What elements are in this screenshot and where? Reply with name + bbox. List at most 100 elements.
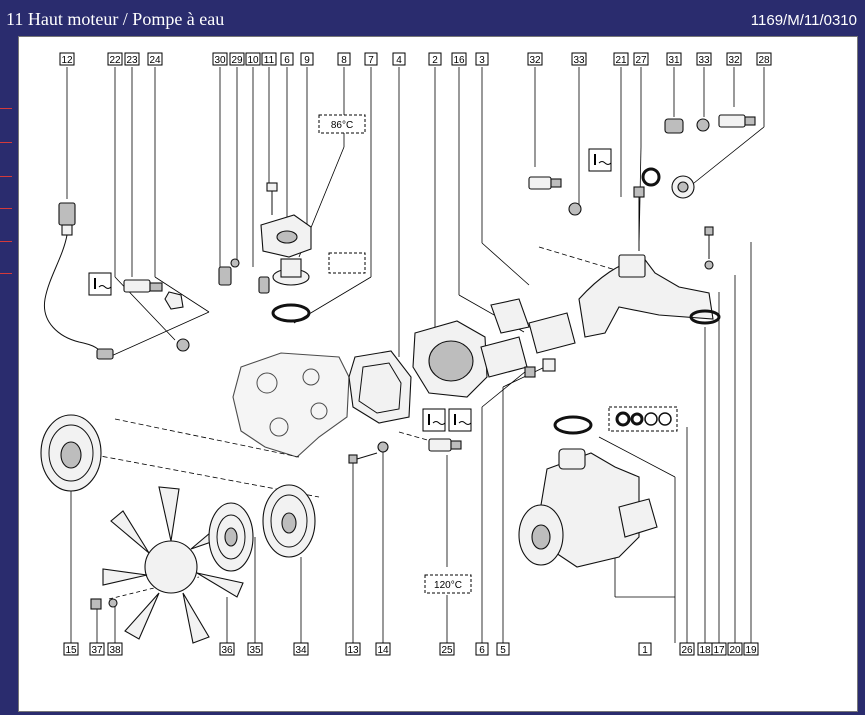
callout-number: 14	[377, 645, 389, 656]
callout-number: 25	[441, 645, 453, 656]
callout-box	[124, 52, 140, 66]
sensor-temperature-label: 120°C	[424, 574, 472, 594]
callout-box	[633, 52, 649, 66]
callout-number: 6	[479, 645, 485, 656]
callout-box	[613, 52, 629, 66]
rail-tick	[0, 108, 12, 109]
left-rail	[0, 36, 18, 715]
callout-number: 22	[109, 55, 121, 66]
outlet-bolt	[704, 226, 714, 270]
temp-sensor-25	[428, 438, 462, 452]
washer-14	[377, 441, 389, 453]
callout-box	[756, 52, 772, 66]
thermostat-housing	[260, 182, 312, 258]
callout-box	[638, 642, 652, 656]
callout-number: 5	[500, 645, 506, 656]
rail-tick	[0, 142, 12, 143]
washer-22	[176, 338, 190, 352]
temp-sender-group-right	[664, 114, 756, 199]
drain-plugs	[524, 358, 556, 378]
callout-box	[527, 52, 543, 66]
callout-box	[392, 52, 406, 66]
o-ring-27	[641, 167, 661, 187]
callout-number: 33	[698, 55, 710, 66]
callout-box	[229, 52, 245, 66]
viscous-coupling	[208, 502, 254, 572]
bolt-13	[348, 452, 378, 464]
coolant-hose	[490, 298, 576, 354]
pump-seal-ring	[553, 415, 593, 435]
callout-box	[107, 52, 123, 66]
callout-number: 8	[341, 55, 347, 66]
thermostat-temperature-label: 86°C	[318, 114, 366, 134]
part-placeholder	[328, 252, 366, 274]
callout-box	[666, 52, 682, 66]
callout-number: 15	[65, 645, 77, 656]
callout-box	[300, 52, 314, 66]
callout-number: 36	[221, 645, 233, 656]
fan-bolt	[90, 598, 118, 610]
callout-number: 28	[758, 55, 770, 66]
callout-number: 30	[214, 55, 226, 66]
callout-box	[212, 52, 228, 66]
callout-number: 29	[231, 55, 243, 66]
pulley-15	[40, 414, 102, 492]
thermostat-temp-text: 86°C	[331, 120, 353, 131]
callout-number: 13	[347, 645, 359, 656]
callout-number: 10	[247, 55, 259, 66]
callout-number: 3	[479, 55, 485, 66]
cooling-fan	[102, 486, 244, 644]
callout-box	[59, 52, 75, 66]
callout-number: 20	[729, 645, 741, 656]
pulley-34	[262, 484, 316, 558]
callout-box	[571, 52, 587, 66]
callout-number: 35	[249, 645, 261, 656]
callout-number: 4	[396, 55, 402, 66]
page-title: 11 Haut moteur / Pompe à eau	[6, 9, 225, 29]
callout-box	[337, 52, 351, 66]
callout-number: 26	[681, 645, 693, 656]
callout-number: 34	[295, 645, 307, 656]
coolant-temperature-icon	[88, 272, 112, 296]
coolant-outlet-manifold	[578, 186, 714, 338]
callout-number: 2	[432, 55, 438, 66]
engine-block	[232, 352, 350, 458]
coolant-temp-sensor-harness	[43, 202, 114, 360]
callout-box	[451, 52, 467, 66]
callout-number: 11	[264, 55, 275, 66]
temp-sender-32-left	[528, 176, 582, 216]
callout-number: 27	[635, 55, 647, 66]
callout-number: 32	[728, 55, 740, 66]
callout-number: 32	[529, 55, 541, 66]
callout-number: 24	[149, 55, 161, 66]
water-pump-assembly	[518, 448, 658, 568]
callout-number: 23	[126, 55, 138, 66]
callout-box	[280, 52, 294, 66]
callout-number: 31	[668, 55, 680, 66]
callout-number: 16	[453, 55, 465, 66]
callout-box	[364, 52, 378, 66]
callout-number: 21	[615, 55, 627, 66]
callout-number: 37	[91, 645, 103, 656]
pump-housing	[412, 320, 528, 398]
sensor-temp-text: 120°C	[434, 580, 462, 591]
coolant-temperature-icon	[448, 408, 472, 432]
rail-tick	[0, 273, 12, 274]
temperature-switch-23	[123, 279, 184, 310]
callout-box	[475, 52, 489, 66]
o-ring-kit	[608, 406, 678, 432]
coolant-temperature-icon	[422, 408, 446, 432]
coolant-temperature-icon	[588, 148, 612, 172]
callout-number: 12	[61, 55, 73, 66]
rail-tick	[0, 208, 12, 209]
o-ring-18	[689, 309, 721, 325]
callout-box	[428, 52, 442, 66]
rail-tick	[0, 176, 12, 177]
callout-number: 18	[699, 645, 711, 656]
diagram-reference: 1169/M/11/0310	[750, 12, 857, 29]
callout-number: 9	[304, 55, 310, 66]
thermostat	[271, 258, 311, 323]
